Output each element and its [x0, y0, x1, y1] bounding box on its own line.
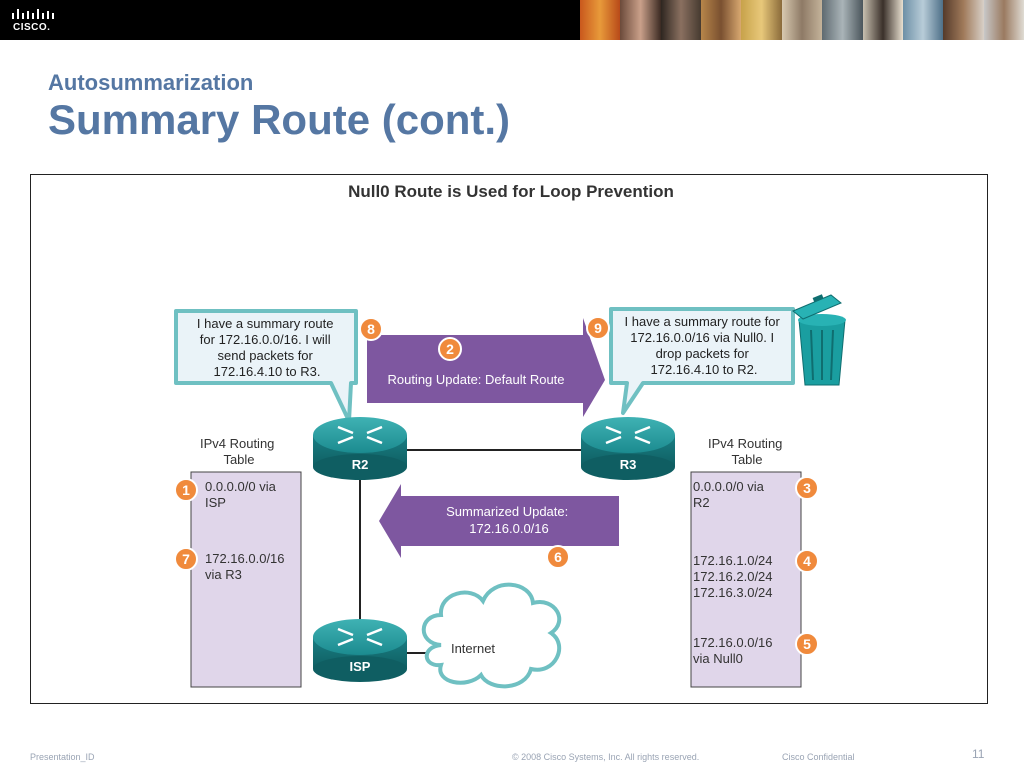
svg-text:6: 6: [554, 549, 562, 565]
cisco-logo: CISCO.: [8, 5, 68, 35]
cisco-wordmark: CISCO.: [13, 22, 51, 33]
left-table-entry-default: 0.0.0.0/0 via ISP: [205, 479, 279, 510]
callout-r2-text: I have a summary route for 172.16.0.0/16…: [197, 316, 337, 379]
network-diagram: Null0 Route is Used for Loop Prevention …: [174, 182, 846, 689]
default-route-label: Routing Update: Default Route: [387, 372, 564, 387]
banner-photo: [983, 0, 1024, 40]
step-badge-5: 5: [795, 632, 819, 656]
router-r2: R2: [313, 417, 407, 480]
footer-copyright: © 2008 Cisco Systems, Inc. All rights re…: [512, 752, 700, 762]
banner-photo: [660, 0, 702, 40]
router-r3-label: R3: [620, 457, 637, 472]
photo-banner: [580, 0, 1024, 40]
callout-r2: I have a summary route for 172.16.0.0/16…: [174, 309, 358, 423]
banner-photo: [822, 0, 863, 40]
router-r3: R3: [581, 417, 675, 480]
slide-title: Summary Route (cont.): [48, 96, 511, 143]
step-badge-1: 1: [174, 478, 198, 502]
slide-subtitle: Autosummarization: [48, 70, 254, 95]
svg-text:7: 7: [182, 551, 190, 567]
step-badge-7: 7: [174, 547, 198, 571]
banner-photo: [580, 0, 621, 40]
default-route-arrow: Routing Update: Default Route: [367, 318, 605, 417]
router-isp: ISP: [313, 619, 407, 682]
internet-label: Internet: [451, 641, 495, 656]
callout-r3-text: I have a summary route for 172.16.0.0/16…: [625, 314, 784, 377]
banner-photo: [943, 0, 984, 40]
svg-text:8: 8: [367, 321, 375, 337]
cisco-bars-icon: [12, 9, 54, 19]
top-banner: CISCO.: [0, 0, 1024, 40]
router-arrows-icon: [337, 627, 383, 647]
left-table-label: IPv4 Routing Table: [200, 436, 278, 467]
step-badge-6: 6: [546, 545, 570, 569]
right-table-entry-default: 0.0.0.0/0 via R2: [693, 479, 767, 510]
step-badge-4: 4: [795, 549, 819, 573]
trash-can-icon: [792, 294, 846, 386]
right-table-entry-null0: 172.16.0.0/16 via Null0: [693, 635, 776, 666]
banner-photo: [862, 0, 903, 40]
svg-text:5: 5: [803, 636, 811, 652]
banner-photo: [701, 0, 742, 40]
banner-photo: [741, 0, 782, 40]
banner-photo: [902, 0, 944, 40]
diagram-frame: Null0 Route is Used for Loop Prevention …: [30, 174, 988, 704]
router-r2-label: R2: [352, 457, 369, 472]
right-routing-table: [690, 471, 802, 688]
svg-text:9: 9: [594, 320, 602, 336]
left-routing-table: [190, 471, 302, 688]
step-badge-2: 2: [438, 337, 462, 361]
svg-text:2: 2: [446, 341, 454, 357]
callout-r3: I have a summary route for 172.16.0.0/16…: [609, 307, 795, 415]
step-badge-8: 8: [359, 317, 383, 341]
step-badge-9: 9: [586, 316, 610, 340]
banner-photo: [781, 0, 823, 40]
svg-text:1: 1: [182, 482, 190, 498]
svg-text:4: 4: [803, 553, 811, 569]
summarized-update-label: Summarized Update: 172.16.0.0/16: [446, 504, 572, 536]
svg-text:3: 3: [803, 480, 811, 496]
right-table-label: IPv4 Routing Table: [708, 436, 786, 467]
right-table-entry-subnets: 172.16.1.0/24 172.16.2.0/24 172.16.3.0/2…: [693, 553, 776, 600]
footer-confidential: Cisco Confidential: [782, 752, 855, 762]
router-arrows-icon: [605, 425, 651, 445]
internet-cloud-icon: Internet: [421, 582, 562, 689]
router-arrows-icon: [337, 425, 383, 445]
summarized-update-arrow: Summarized Update: 172.16.0.0/16: [379, 484, 619, 558]
page-number: 11: [972, 747, 985, 761]
left-table-entry-summary: 172.16.0.0/16 via R3: [205, 551, 288, 582]
router-isp-label: ISP: [350, 659, 371, 674]
diagram-title: Null0 Route is Used for Loop Prevention: [348, 182, 674, 201]
step-badge-3: 3: [795, 476, 819, 500]
footer-presentation-id: Presentation_ID: [30, 752, 95, 762]
banner-photo: [620, 0, 661, 40]
